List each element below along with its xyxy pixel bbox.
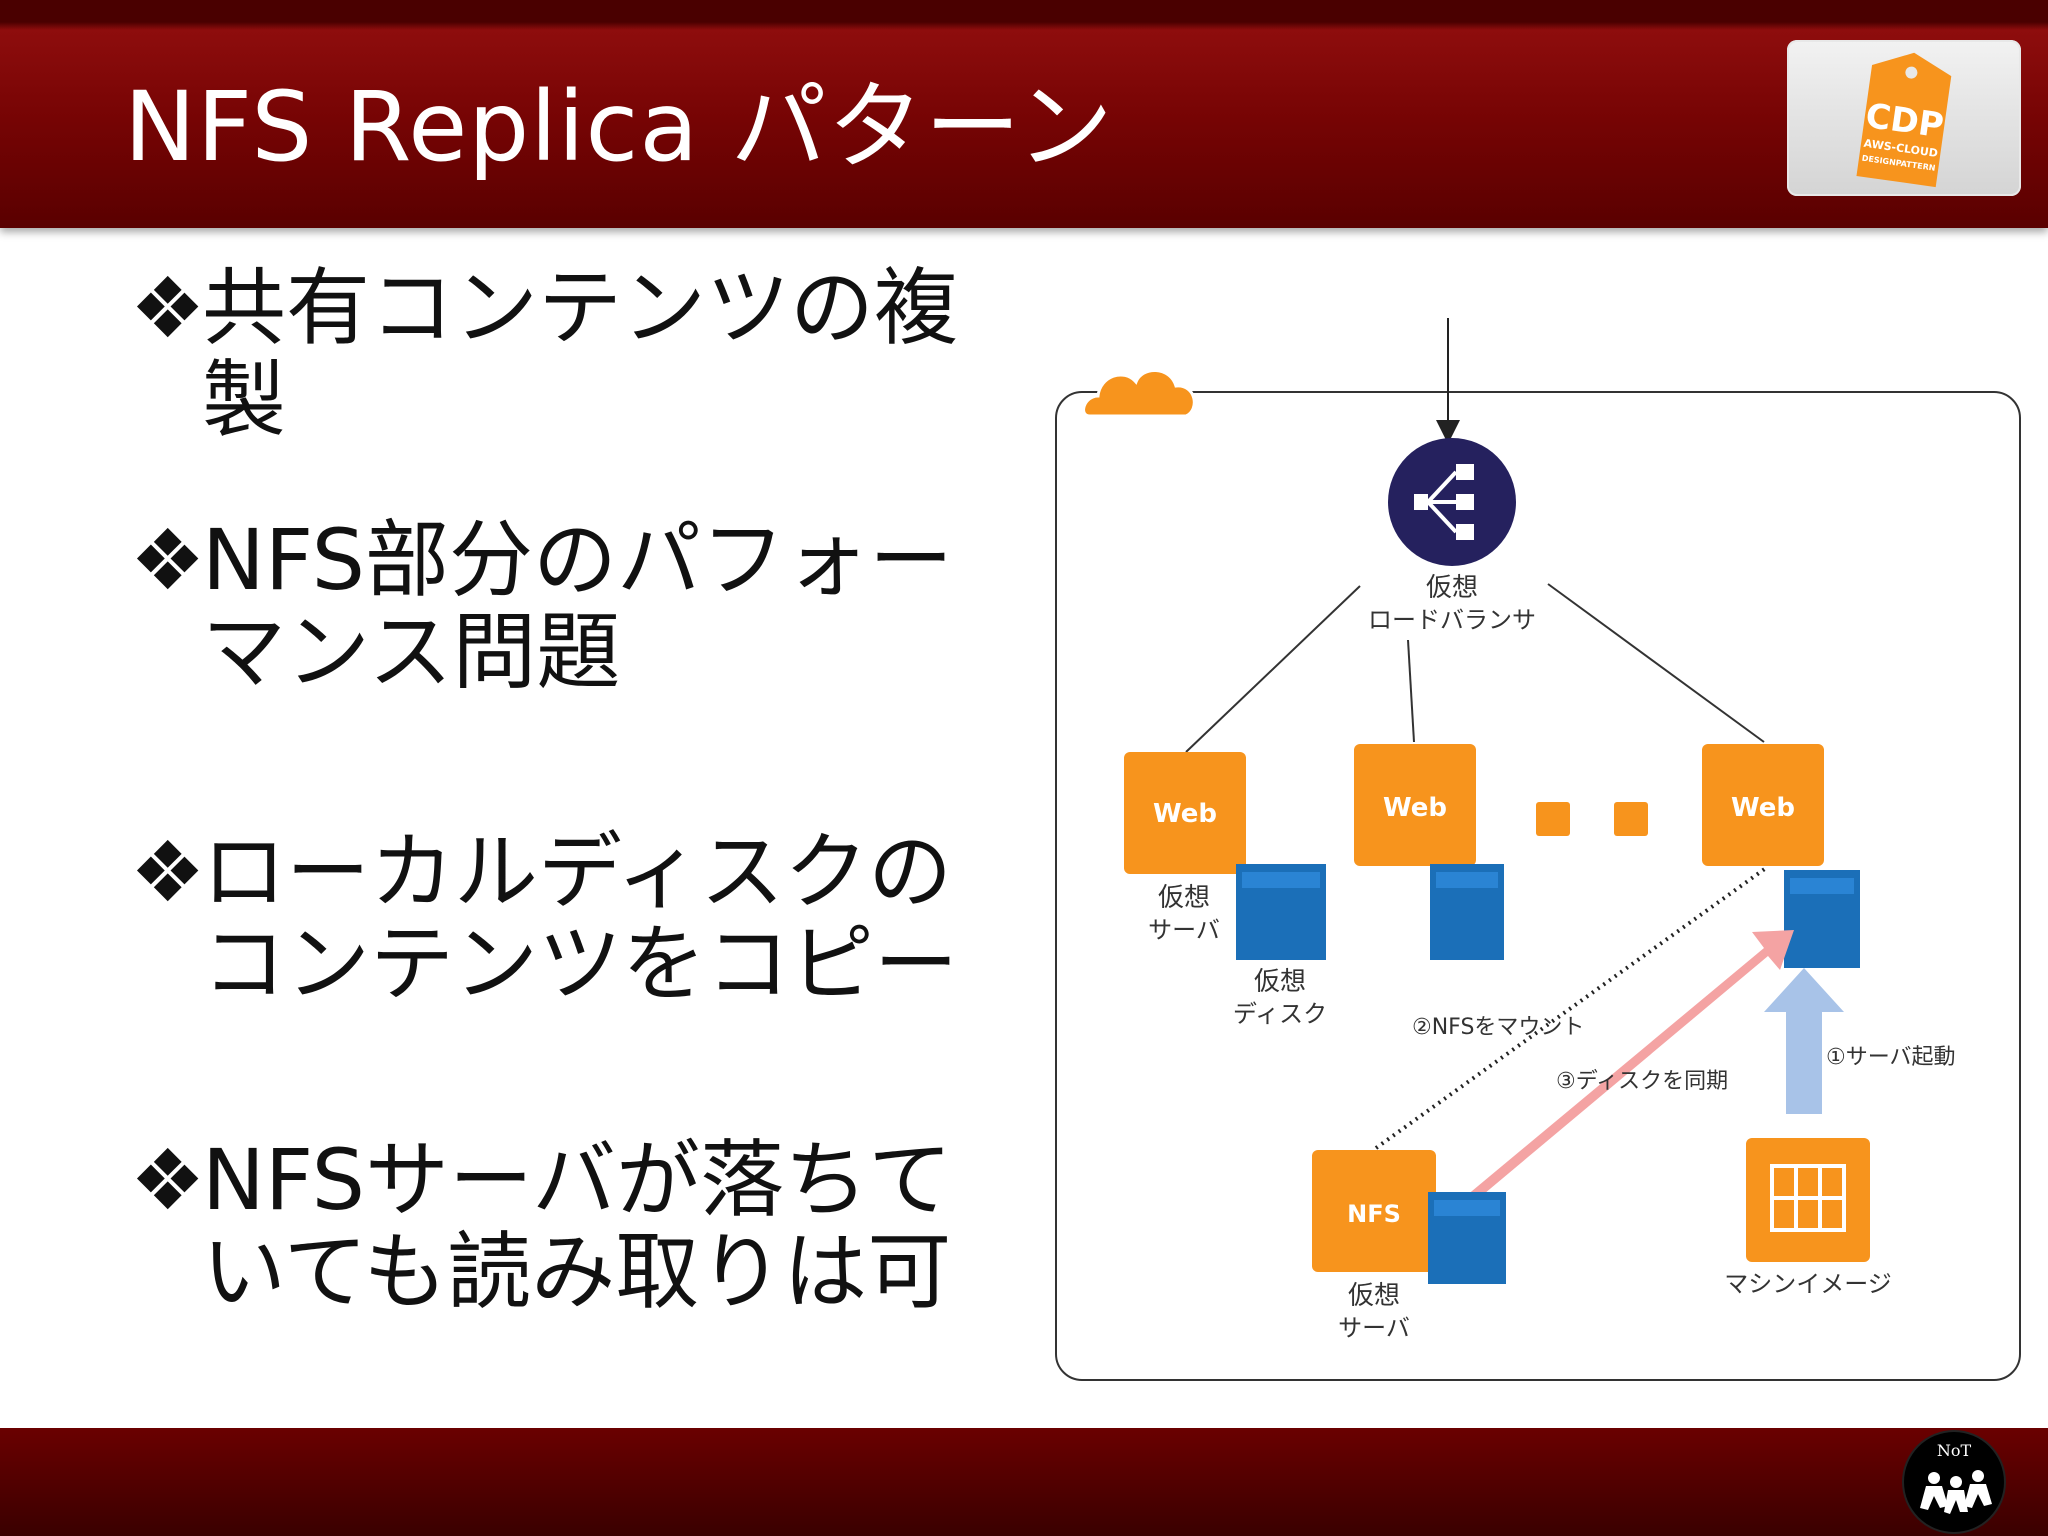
bullet-text: ローカルディスクの コンテンツをコピー <box>202 823 959 1013</box>
web-server-label: サーバ <box>1148 916 1220 944</box>
virtual-disk-icon <box>1236 864 1326 960</box>
diamond-bullet-icon: ❖ <box>130 1131 206 1229</box>
diamond-bullet-icon: ❖ <box>130 511 206 609</box>
slide-footer <box>0 1428 2048 1536</box>
ninja-figures-icon: NoT <box>1920 1441 1992 1514</box>
diamond-bullet-icon: ❖ <box>130 823 206 921</box>
cloud-icon <box>1082 369 1196 418</box>
sync-arrow <box>1466 930 1794 1204</box>
bullet-text: NFS部分のパフォー マンス問題 <box>202 511 953 701</box>
mount-dotted-line <box>1374 866 1768 1150</box>
machine-image-label: マシンイメージ <box>1724 1270 1892 1298</box>
boot-arrow <box>1764 968 1844 1114</box>
disk-label: ディスク <box>1233 1000 1327 1028</box>
machine-image-icon <box>1746 1138 1870 1262</box>
nfs-server-label: サーバ <box>1338 1314 1410 1342</box>
load-balancer-label: ロードバランサ <box>1368 606 1536 634</box>
web-label: Web <box>1383 793 1447 823</box>
nfs-server-icon: NFS <box>1312 1150 1436 1272</box>
connector-line <box>1185 585 1361 753</box>
disk-label: 仮想 <box>1254 967 1306 997</box>
slide-title: NFS Replica パターン <box>124 71 1114 183</box>
web-server-label: 仮想 <box>1158 883 1210 913</box>
slide-header: NFS Replica パターン CDP AWS-CLOUD DESIGNPAT… <box>0 0 2048 228</box>
bullet-item: ❖ NFSサーバが落ちて いても読み取りは可 <box>130 1134 952 1318</box>
ninja-logo: NoT <box>1904 1432 2004 1532</box>
web-label: Web <box>1731 793 1795 823</box>
virtual-disk-icon <box>1428 1192 1506 1284</box>
web-label: Web <box>1153 799 1217 829</box>
cloud-boundary <box>1055 391 2021 1381</box>
sync-label: ③ディスクを同期 <box>1556 1069 1728 1094</box>
diamond-bullet-icon: ❖ <box>130 259 206 357</box>
price-tag-icon: CDP AWS-CLOUD DESIGNPATTERN <box>1856 52 1952 188</box>
load-balancer-icon <box>1388 438 1516 566</box>
ellipsis-square <box>1536 802 1570 836</box>
nfs-label: NFS <box>1347 1200 1401 1228</box>
ellipsis-square <box>1614 802 1648 836</box>
connector-line <box>1407 639 1415 743</box>
bullet-item: ❖ ローカルディスクの コンテンツをコピー <box>130 826 958 1010</box>
bullet-item: ❖ NFS部分のパフォー マンス問題 <box>130 514 953 698</box>
connector-line <box>1547 583 1765 743</box>
mount-label: ②NFSをマウント <box>1412 1015 1584 1040</box>
nfs-server-label: 仮想 <box>1348 1281 1400 1311</box>
cdp-badge: CDP AWS-CLOUD DESIGNPATTERN <box>1787 40 2021 196</box>
web-server-icon: Web <box>1702 744 1824 866</box>
virtual-disk-icon <box>1430 864 1504 960</box>
bullet-item: ❖ 共有コンテンツの複製 <box>130 262 1010 446</box>
web-server-icon: Web <box>1124 752 1246 874</box>
web-server-icon: Web <box>1354 744 1476 866</box>
bullet-text: NFSサーバが落ちて いても読み取りは可 <box>202 1131 953 1321</box>
virtual-disk-icon <box>1784 870 1860 968</box>
boot-label: ①サーバ起動 <box>1826 1045 1956 1070</box>
logo-text: NoT <box>1937 1441 1972 1460</box>
load-balancer-label: 仮想 <box>1426 573 1478 603</box>
bullet-text: 共有コンテンツの複製 <box>202 259 959 449</box>
